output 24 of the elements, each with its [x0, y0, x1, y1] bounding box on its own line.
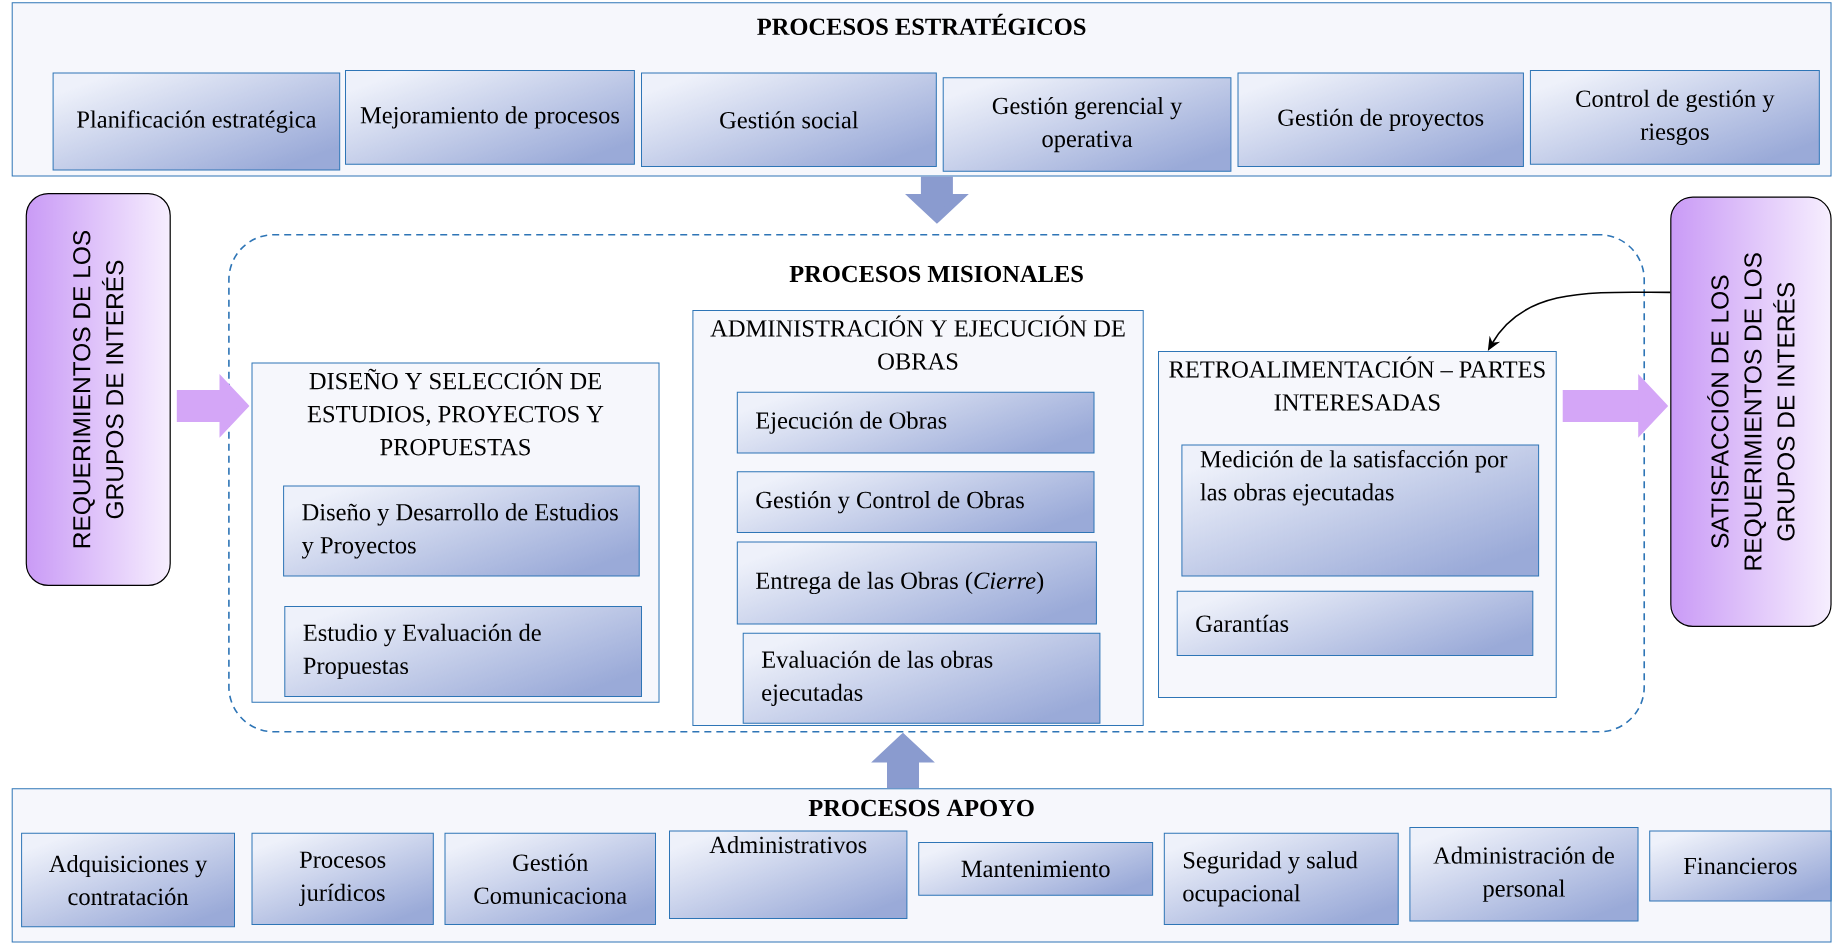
process-box: Planificación estratégica [52, 72, 341, 171]
process-box: Administrativos [669, 830, 908, 920]
process-box: Gestión de proyectos [1237, 72, 1524, 168]
process-box: Estudio y Evaluación de Propuestas [284, 605, 642, 697]
process-box: Entrega de las Obras (Cierre) [736, 541, 1097, 625]
process-box: Gestión social [641, 72, 937, 168]
process-box: Seguridad y salud ocupacional [1163, 832, 1399, 925]
process-box: Adquisiciones y contratación [21, 832, 235, 928]
process-box: Mantenimiento [918, 842, 1154, 896]
rounded-box: SATISFACCIÓN DE LOS REQUERIMIENTOS DE LOS GRUPOS DE INTERÉS [1670, 196, 1832, 627]
process-box: Financieros [1649, 830, 1832, 902]
rounded-box: REQUERIMIENTOS DE LOS GRUPOS DE INTERÉS [25, 193, 171, 586]
process-box: Gestión y Control de Obras [736, 471, 1095, 534]
process-box: Garantías [1176, 590, 1534, 656]
process-box: Control de gestión y riesgos [1529, 70, 1820, 165]
process-box: Mejoramiento de procesos [345, 70, 635, 165]
process-box: Gestión gerencial y operativa [942, 77, 1232, 172]
process-box: Gestión Comunicaciona [444, 832, 656, 925]
process-box: Evaluación de las obras ejecutadas [742, 632, 1101, 724]
process-box: Procesos jurídicos [251, 832, 434, 925]
process-box: Ejecución de Obras [736, 391, 1095, 454]
process-box: Administración de personal [1409, 826, 1639, 922]
process-box: Medición de la satisfacción por las obras ejecutadas [1181, 444, 1540, 577]
process-box: Diseño y Desarrollo de Estudios y Proyectos [283, 485, 640, 577]
